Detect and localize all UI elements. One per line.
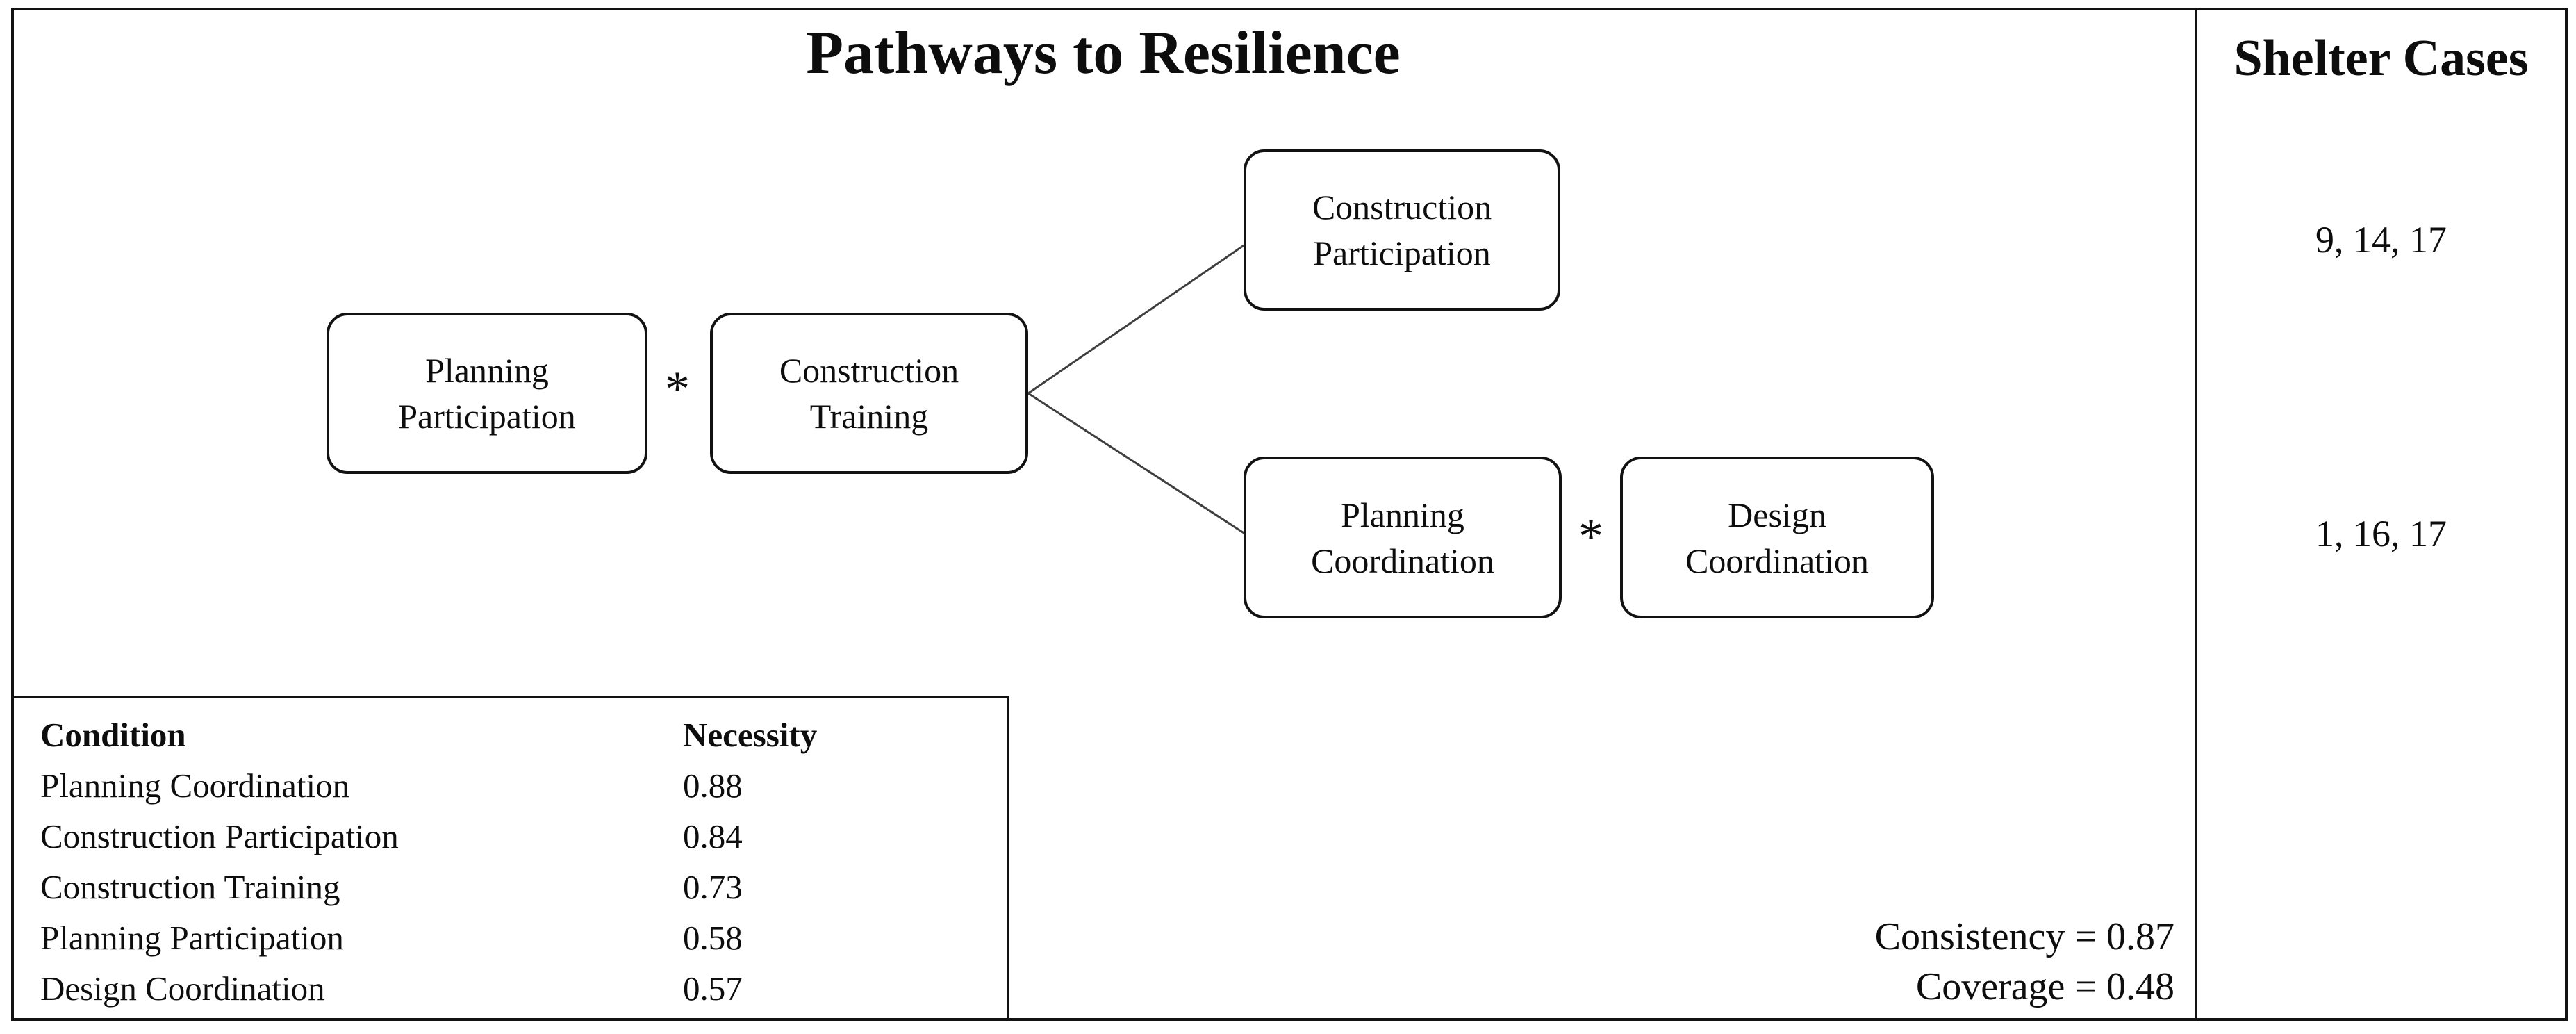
table-row: Construction Training 0.73	[40, 862, 1007, 912]
shelter-cases-pathway-2: 1, 16, 17	[2315, 513, 2447, 555]
necessity-table: Condition Necessity Planning Coordinatio…	[11, 696, 1009, 1021]
node-label-line: Construction	[1312, 188, 1492, 227]
and-operator: *	[665, 361, 690, 417]
node-label-line: Design	[1728, 495, 1826, 534]
table-row: Planning Coordination 0.88	[40, 760, 1007, 811]
cases-panel-divider	[2195, 8, 2197, 1021]
necessity-cell: 0.58	[683, 919, 743, 957]
node-planning-participation: Planning Participation	[327, 313, 647, 474]
node-construction-participation: Construction Participation	[1244, 149, 1560, 311]
condition-cell: Construction Training	[40, 868, 340, 906]
solution-stats: Consistency = 0.87 Coverage = 0.48	[1528, 912, 2174, 1012]
node-label-line: Participation	[1313, 233, 1491, 272]
necessity-column-header: Necessity	[683, 716, 818, 754]
node-construction-training: Construction Training	[710, 313, 1028, 474]
node-label-line: Planning	[1341, 495, 1464, 534]
node-label-line: Participation	[398, 397, 576, 436]
table-row: Design Coordination 0.57	[40, 963, 1007, 1014]
condition-cell: Planning Participation	[40, 919, 344, 957]
condition-cell: Planning Coordination	[40, 766, 350, 805]
node-label-line: Coordination	[1685, 541, 1869, 580]
table-row: Planning Participation 0.58	[40, 912, 1007, 963]
node-planning-coordination: Planning Coordination	[1244, 457, 1562, 618]
node-label-line: Training	[809, 397, 929, 436]
figure-title: Pathways to Resilience	[806, 19, 1401, 87]
and-operator: *	[1578, 509, 1603, 564]
condition-cell: Construction Participation	[40, 817, 399, 855]
table-row: Construction Participation 0.84	[40, 811, 1007, 862]
node-label-line: Construction	[779, 351, 959, 390]
shelter-cases-pathway-1: 9, 14, 17	[2315, 219, 2447, 261]
node-label-line: Planning	[425, 351, 549, 390]
necessity-table-header-row: Condition Necessity	[40, 709, 1007, 760]
condition-cell: Design Coordination	[40, 969, 325, 1008]
necessity-cell: 0.73	[683, 868, 743, 906]
coverage-stat: Coverage = 0.48	[1915, 965, 2174, 1008]
necessity-cell: 0.84	[683, 817, 743, 855]
necessity-cell: 0.57	[683, 969, 743, 1008]
condition-column-header: Condition	[40, 716, 186, 754]
shelter-cases-header: Shelter Cases	[2234, 30, 2529, 87]
consistency-stat: Consistency = 0.87	[1874, 915, 2174, 958]
node-design-coordination: Design Coordination	[1620, 457, 1934, 618]
figure-border	[11, 8, 2568, 1021]
necessity-cell: 0.88	[683, 766, 743, 805]
node-label-line: Coordination	[1311, 541, 1494, 580]
